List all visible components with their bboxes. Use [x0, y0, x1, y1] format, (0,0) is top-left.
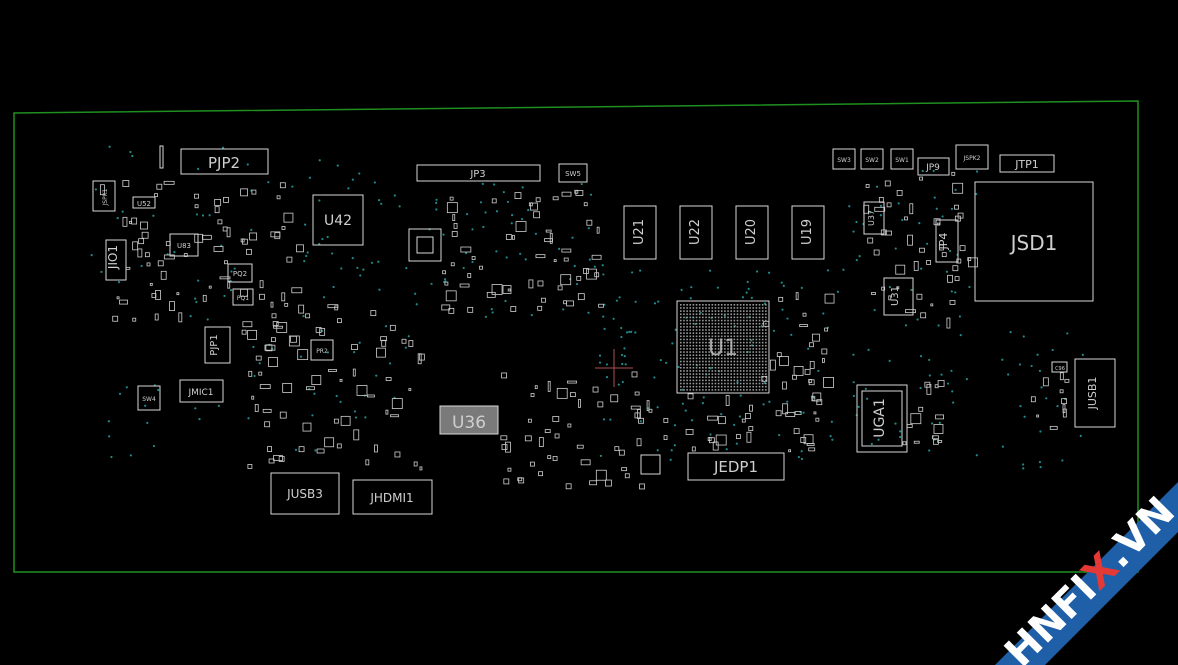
sw5-outline[interactable] [558, 163, 588, 183]
jedp1-label: JEDP1 [713, 458, 758, 476]
u42-outline[interactable] [312, 194, 364, 246]
u52-outline[interactable] [132, 196, 156, 209]
pr2-label: PR2 [316, 348, 328, 355]
u37-label: U37 [867, 210, 876, 226]
uga1-label: UGA1 [872, 398, 888, 438]
u21-label: U21 [632, 219, 647, 245]
sw2-outline[interactable] [860, 148, 884, 170]
bga-ball-grid [680, 304, 767, 391]
sw2-label: SW2 [865, 157, 879, 164]
u36-label: U36 [452, 413, 486, 433]
sw3-outline[interactable] [832, 148, 856, 170]
u52-label: U52 [137, 200, 151, 208]
jspk1-label: JSPK1 [102, 188, 109, 206]
c96-outline[interactable] [1051, 361, 1068, 373]
jedp1-outline[interactable] [687, 452, 785, 481]
jio1-outline[interactable] [105, 239, 127, 281]
sw1-outline[interactable] [890, 148, 914, 170]
jp9-outline[interactable] [917, 157, 950, 176]
u37-outline[interactable] [863, 201, 885, 235]
pjp1-outline[interactable] [204, 326, 231, 364]
crosshair-marker [595, 349, 633, 387]
u31-label: U31 [890, 286, 901, 306]
jspk2-label: JSPK2 [963, 155, 981, 162]
ic-square-small-inner [416, 236, 434, 254]
jusb3-label: JUSB3 [286, 487, 323, 501]
sw5-label: SW5 [565, 170, 581, 178]
u19-label: U19 [800, 219, 815, 245]
chip-u36[interactable]: U36 [439, 405, 499, 435]
c96-label: C96 [1055, 366, 1065, 372]
sw4-label: SW4 [142, 396, 156, 403]
jio1-label: JIO1 [106, 245, 120, 270]
pjp1-label: PJP1 [209, 334, 220, 355]
jusb3-outline[interactable] [270, 472, 340, 515]
jsd1-label: JSD1 [1009, 231, 1058, 255]
jspk1-outline[interactable] [92, 180, 116, 212]
pq1-label: PQ1 [237, 295, 249, 302]
memory-chip-u19[interactable]: U19 [791, 205, 825, 260]
via-field [90, 145, 1084, 470]
jp4-label: JP4 [937, 233, 950, 251]
memory-chip-u20[interactable]: U20 [735, 205, 769, 260]
memory-chip-u21[interactable]: U21 [623, 205, 657, 260]
jmic1-outline[interactable] [179, 379, 224, 403]
chip-uga1[interactable]: UGA1 [856, 384, 908, 453]
jsd1-outline[interactable] [974, 181, 1094, 302]
u1-label: U1 [708, 336, 738, 361]
ic-square-small[interactable] [408, 228, 442, 262]
pq2-outline[interactable] [227, 263, 253, 283]
jp4-outline[interactable] [935, 219, 959, 263]
jhdmi1-outline[interactable] [352, 479, 433, 515]
jhdmi1-label: JHDMI1 [369, 491, 413, 505]
smd-pads [99, 171, 1070, 490]
sw1-label: SW1 [895, 157, 909, 164]
connector-vertical-1 [159, 145, 164, 169]
jmic1-label: JMIC1 [187, 388, 213, 398]
u20-label: U20 [744, 219, 759, 245]
cpu-u1[interactable]: U1 [676, 300, 770, 394]
hnfix-watermark-logo: HNFIX.VN [995, 482, 1178, 665]
u42-label: U42 [324, 213, 352, 229]
jp9-label: JP9 [925, 163, 940, 173]
u31-outline[interactable] [883, 277, 914, 316]
jtp1-label: JTP1 [1014, 158, 1039, 171]
jspk2-outline[interactable] [955, 144, 989, 170]
u83-label: U83 [177, 242, 191, 250]
jp3-outline[interactable] [416, 164, 541, 182]
pq2-label: PQ2 [233, 270, 247, 278]
sw4-outline[interactable] [137, 385, 161, 411]
jtp1-outline[interactable] [999, 154, 1055, 173]
jusb1-label: JUSB1 [1086, 377, 1099, 411]
pr2-outline[interactable] [310, 339, 334, 361]
pjp2-label: PJP2 [208, 154, 240, 172]
sw3-label: SW3 [837, 157, 851, 164]
u22-label: U22 [688, 219, 703, 245]
jusb1-outline[interactable] [1074, 358, 1116, 428]
jp3-label: JP3 [469, 169, 485, 180]
memory-chip-u22[interactable]: U22 [679, 205, 713, 260]
pjp2-outline[interactable] [180, 148, 269, 175]
small-chip-near-jedp[interactable] [640, 454, 661, 475]
svg-text:HNFIX.VN: HNFIX.VN [996, 488, 1178, 665]
